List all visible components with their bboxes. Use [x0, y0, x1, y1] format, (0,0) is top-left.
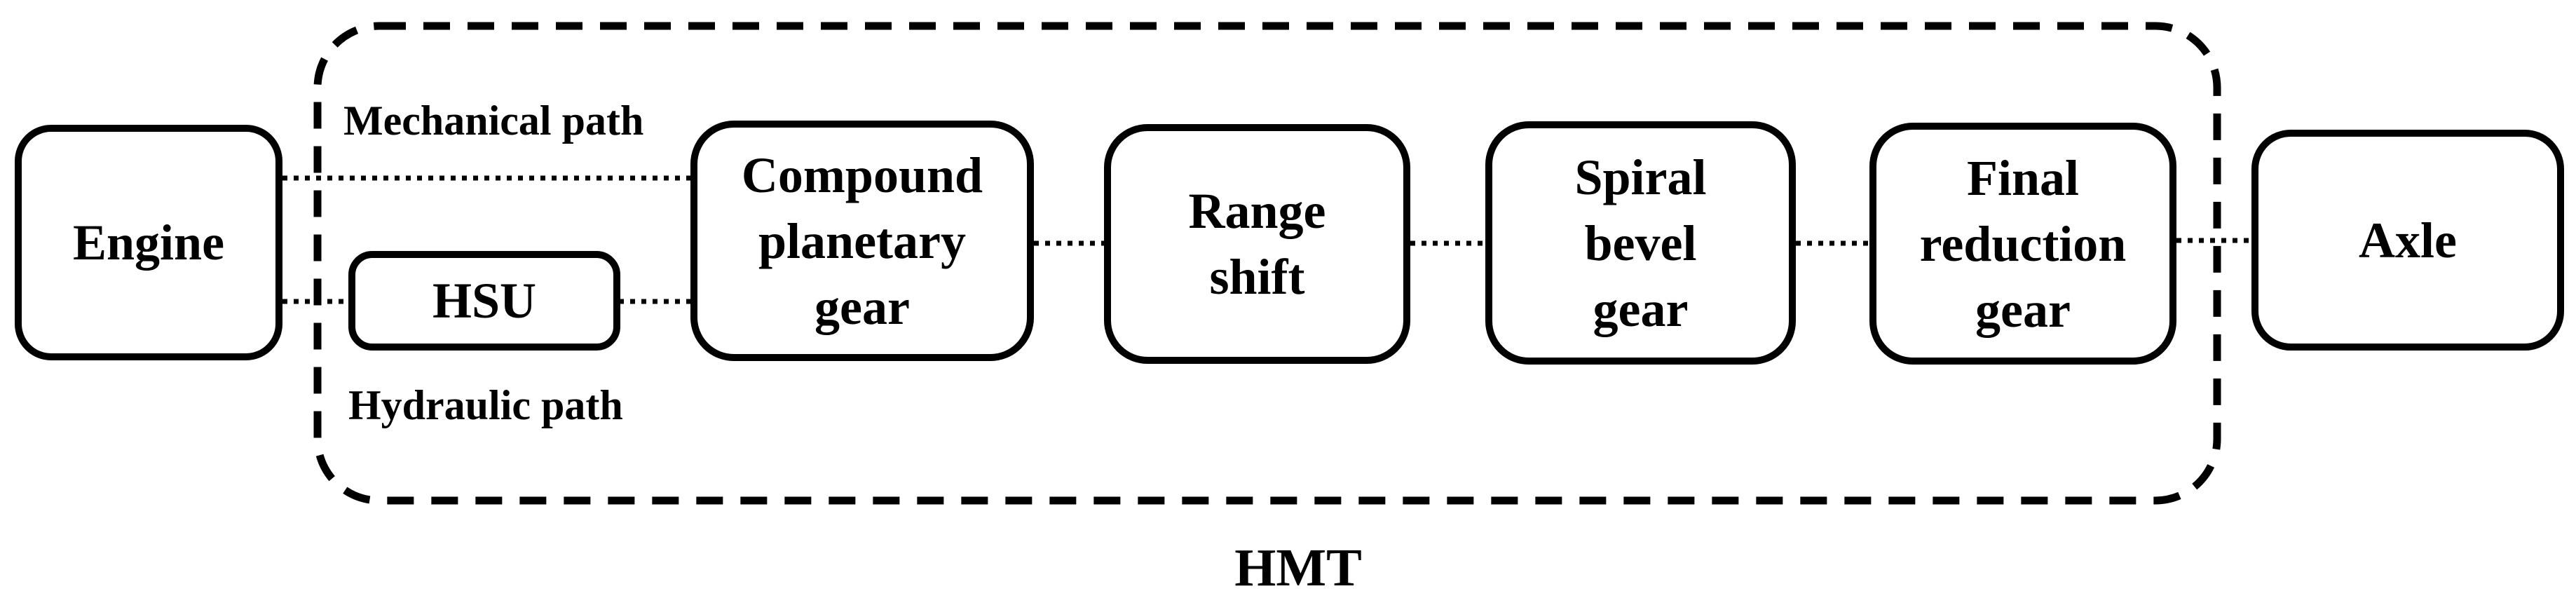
spiral-bevel-gear-box: Spiral bevel gear — [1485, 121, 1796, 365]
range-shift-label: Range shift — [1188, 183, 1326, 305]
axle-box: Axle — [2251, 130, 2564, 351]
hmt-group-dashed-border — [313, 22, 2221, 505]
engine-box: Engine — [15, 125, 282, 360]
hydraulic-path-label: Hydraulic path — [348, 382, 623, 428]
final-reduction-gear-label: Final reduction gear — [1919, 149, 2127, 338]
final-reduction-gear-box: Final reduction gear — [1869, 123, 2176, 365]
hmt-group-label: HMT — [1234, 538, 1362, 597]
spiral-bevel-gear-label: Spiral bevel gear — [1574, 149, 1707, 337]
hsu-label: HSU — [432, 273, 537, 329]
axle-label: Axle — [2359, 212, 2457, 269]
compound-planetary-gear-box: Compound planetary gear — [690, 121, 1034, 361]
range-shift-box: Range shift — [1104, 124, 1410, 364]
hsu-box: HSU — [348, 251, 620, 351]
compound-planetary-gear-label: Compound planetary gear — [741, 147, 983, 335]
mechanical-path-label: Mechanical path — [343, 97, 644, 144]
engine-label: Engine — [72, 215, 225, 271]
